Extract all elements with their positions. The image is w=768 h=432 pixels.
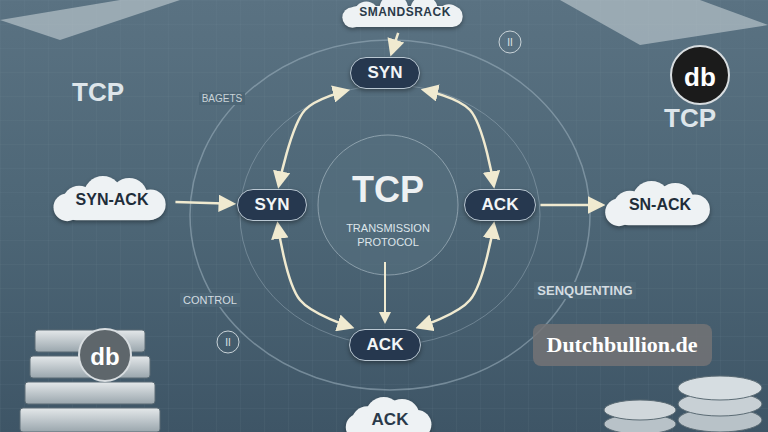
- syn-ack-cloud: SYN-ACK: [53, 177, 172, 223]
- watermark-box: Dutchbullion.de: [533, 324, 712, 366]
- center-title: TCP: [352, 169, 424, 211]
- node-text: SYN: [255, 195, 290, 215]
- node-text: ACK: [372, 410, 409, 430]
- syn-pill: SYN: [350, 57, 421, 89]
- callout-number: II: [507, 37, 513, 48]
- cycle-ring: [190, 40, 590, 390]
- syn-pill: SYN: [237, 189, 308, 221]
- note-text: CONTROL: [180, 293, 240, 307]
- panel-top-left: [0, 0, 180, 40]
- flow-arrow: [175, 202, 232, 204]
- logo-badge: db: [670, 45, 730, 105]
- flow-arrow: [391, 33, 398, 53]
- flow-arrow: [540, 204, 601, 207]
- badge-ring: [217, 331, 239, 353]
- flow-arrow: [419, 225, 494, 327]
- node-text: Dutchbullion.de: [547, 332, 698, 358]
- handshake-cloud: SMANDSRACK: [336, 0, 474, 29]
- node-text: ACK: [482, 195, 519, 215]
- title-text: TCP: [664, 103, 716, 134]
- node-text: SYN: [368, 63, 403, 83]
- node-text: SMANDSRACK: [359, 5, 451, 19]
- node-text: SYN-ACK: [76, 191, 149, 209]
- note-text: BAGETS: [199, 92, 246, 105]
- disk-stack-right: [604, 376, 762, 432]
- callout-number: II: [225, 337, 231, 348]
- flow-arrow: [278, 225, 351, 327]
- ack-pill: ACK: [464, 189, 537, 221]
- ack-pill: ACK: [349, 329, 422, 361]
- center-arrow: [384, 262, 386, 320]
- node-text: SN-ACK: [629, 196, 691, 214]
- syn-ack-cloud: SN-ACK: [606, 182, 714, 228]
- flow-arrow: [279, 91, 347, 186]
- center-arrowhead: [379, 312, 391, 324]
- badge-ring: [499, 31, 521, 53]
- note-text: SENQUENTING: [534, 282, 635, 299]
- flow-arrow: [424, 90, 494, 185]
- node-text: ACK: [367, 335, 404, 355]
- title-text: TCP: [72, 77, 124, 108]
- center-disc: [318, 135, 458, 275]
- panel-top-right: [560, 0, 768, 45]
- logo-badge: db: [78, 328, 132, 382]
- center-subtitle: TRANSMISSION PROTOCOL: [338, 222, 438, 250]
- ack-cloud: ACK: [349, 398, 432, 432]
